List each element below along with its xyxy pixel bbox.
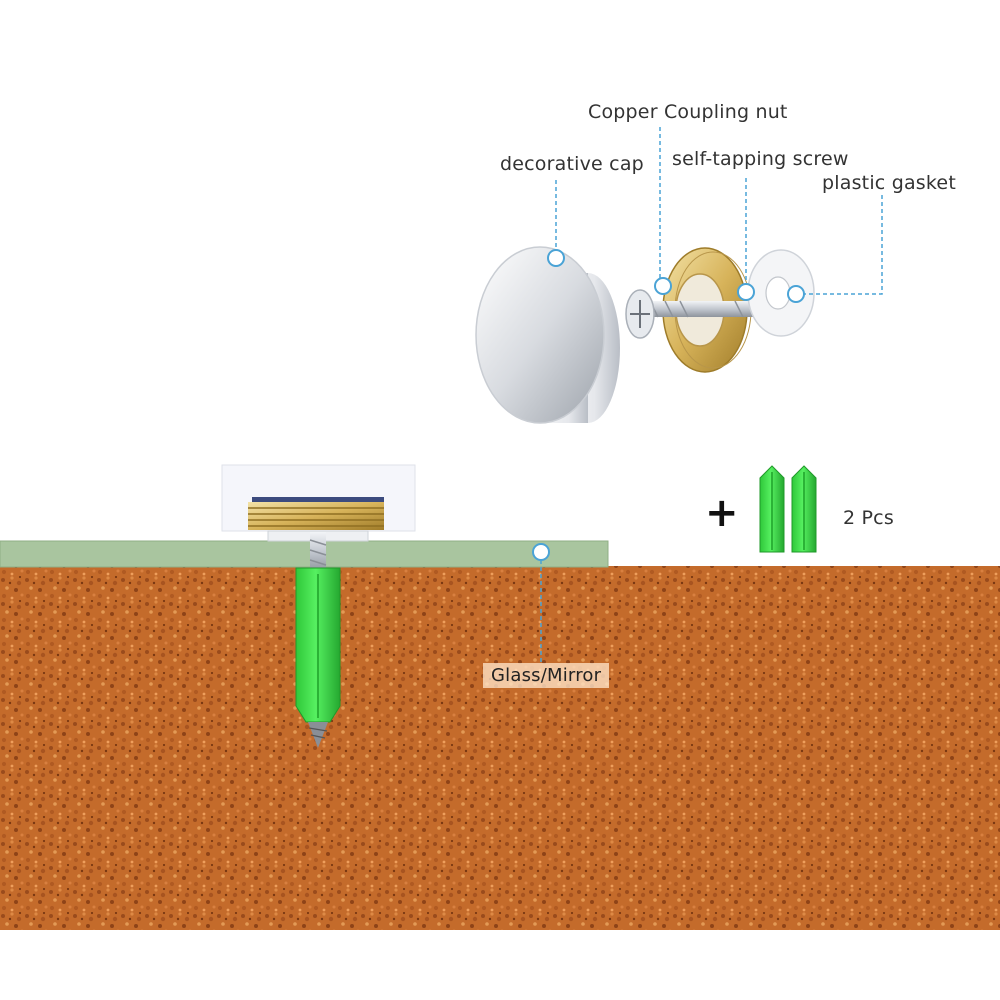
leader-lines bbox=[540, 127, 883, 662]
coupling-nut-label: Copper Coupling nut bbox=[588, 101, 788, 123]
plus-sign: + bbox=[705, 490, 739, 536]
glass-panel bbox=[0, 540, 609, 568]
installed-fastener bbox=[221, 464, 416, 748]
self-tapping-screw-part bbox=[625, 289, 766, 339]
soil-wall bbox=[0, 566, 1000, 930]
leader-markers bbox=[532, 249, 805, 561]
quantity-label: 2 Pcs bbox=[843, 507, 894, 529]
plastic-gasket-label: plastic gasket bbox=[822, 172, 956, 194]
glass-mirror-label: Glass/Mirror bbox=[483, 663, 610, 688]
plastic-gasket-part bbox=[747, 249, 815, 337]
self-tapping-screw-label: self-tapping screw bbox=[672, 148, 849, 170]
leader-plastic-gasket bbox=[803, 195, 883, 295]
decorative-cap-part bbox=[475, 246, 620, 424]
decorative-cap-label: decorative cap bbox=[500, 153, 644, 175]
spare-anchors bbox=[759, 465, 817, 553]
